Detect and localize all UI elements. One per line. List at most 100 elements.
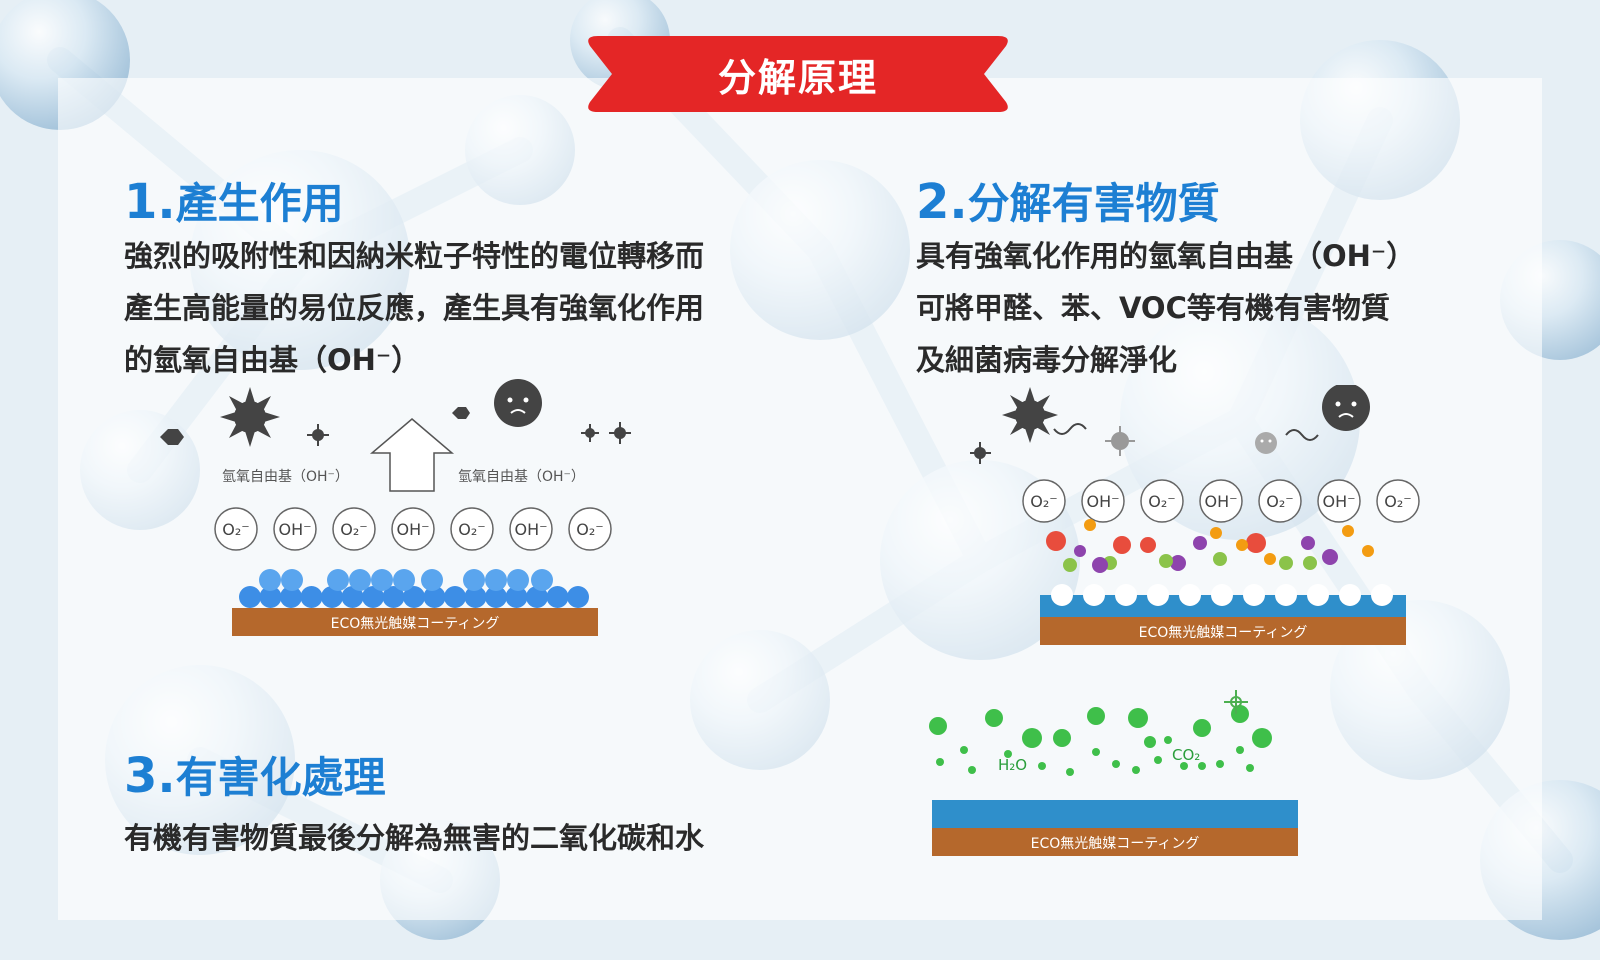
svg-text:O₂⁻: O₂⁻ — [458, 520, 485, 539]
green-molecule — [1180, 762, 1188, 770]
nano-particle — [362, 586, 384, 608]
oxygen-molecule: O₂⁻ — [1258, 479, 1302, 523]
radical-label-left: 氫氧自由基（OH⁻） — [222, 468, 349, 485]
title-banner — [588, 36, 1008, 112]
oxygen-molecule: O₂⁻ — [1376, 479, 1420, 523]
virus-hexagon-icon — [452, 407, 470, 419]
svg-text:OH⁻: OH⁻ — [1204, 492, 1237, 511]
small-germ-icon — [307, 424, 329, 446]
pollutant-particles — [1046, 519, 1374, 573]
section-3-body: 有機有害物質最後分解為無害的二氧化碳和水 — [124, 812, 704, 864]
germ-spiky-icon — [1002, 387, 1058, 443]
green-molecule — [968, 766, 976, 774]
nano-particle — [421, 569, 443, 591]
section-1-number: 1. — [124, 174, 176, 230]
svg-text:O₂⁻: O₂⁻ — [1266, 492, 1293, 511]
nano-particle — [463, 569, 485, 591]
coating-label: ECO無光触媒コーティング — [1139, 625, 1308, 641]
oxygen-molecule: O₂⁻ — [450, 507, 494, 551]
green-molecule — [1087, 707, 1105, 725]
nano-particle — [259, 586, 282, 608]
oxygen-molecule: O₂⁻ — [1140, 479, 1184, 523]
coating-label: ECO無光触媒コーティング — [1031, 836, 1200, 852]
svg-text:OH⁻: OH⁻ — [278, 520, 311, 539]
section-3-heading: 有害化處理 — [175, 753, 386, 802]
hydroxyl-molecule: OH⁻ — [273, 507, 317, 551]
section-2-line: 可將甲醛、苯、VOC等有機有害物質 — [916, 291, 1390, 325]
coating-label: ECO無光触媒コーティング — [331, 616, 500, 632]
nano-particle — [239, 586, 261, 608]
section-2-heading: 分解有害物質 — [967, 179, 1220, 228]
green-molecule — [1236, 746, 1244, 754]
green-molecule — [1004, 750, 1012, 758]
section-1-body: 強烈的吸附性和因納米粒子特性的電位轉移而 產生高能量的易位反應，產生具有強氧化作… — [124, 230, 704, 386]
green-molecule — [1132, 766, 1140, 774]
section-2-line: 具有強氧化作用的氫氧自由基（OH⁻） — [916, 239, 1416, 273]
surface-pore — [1051, 584, 1073, 606]
nano-particle — [259, 569, 281, 591]
nano-particle — [444, 586, 466, 608]
nano-particle — [546, 586, 569, 608]
nano-particle — [464, 586, 487, 608]
section-3-line: 有機有害物質最後分解為無害的二氧化碳和水 — [124, 821, 705, 855]
hydroxyl-molecule: OH⁻ — [1199, 479, 1243, 523]
nano-particle — [281, 569, 303, 591]
surface-pore — [1083, 584, 1105, 606]
svg-text:OH⁻: OH⁻ — [514, 520, 547, 539]
pollutant-particle — [1046, 531, 1066, 551]
green-molecule — [936, 758, 944, 766]
svg-text:O₂⁻: O₂⁻ — [1384, 492, 1411, 511]
svg-text:O₂⁻: O₂⁻ — [340, 520, 367, 539]
nano-particle — [393, 569, 415, 591]
nano-particle — [280, 586, 302, 608]
nano-particle — [485, 586, 507, 608]
nano-particle — [327, 569, 349, 591]
sparkle-icon — [1224, 690, 1248, 714]
pollutant-particle — [1362, 545, 1374, 557]
green-molecule — [1112, 760, 1120, 768]
green-molecule — [1246, 764, 1254, 772]
sad-germ-icon — [1322, 385, 1370, 431]
surface-pore — [1339, 584, 1361, 606]
section-3-number: 3. — [124, 748, 176, 804]
decay-squiggle-icon — [1053, 423, 1087, 435]
green-molecule — [1154, 756, 1162, 764]
pollutant-particle — [1193, 536, 1207, 550]
svg-text:O₂⁻: O₂⁻ — [1030, 492, 1057, 511]
sad-germ-icon — [494, 379, 542, 427]
nano-particle — [403, 586, 425, 608]
coating-bar — [932, 828, 1298, 856]
green-molecule — [960, 746, 968, 754]
section-1-heading: 產生作用 — [175, 179, 344, 228]
molecule-row: O₂⁻ OH⁻ O₂⁻ OH⁻ O₂⁻ OH⁻ O₂⁻ — [1022, 479, 1420, 523]
molecule-row: O₂⁻ OH⁻ O₂⁻ OH⁻ O₂⁻ OH⁻ O₂⁻ — [214, 507, 612, 551]
virus-hexagon-icon — [160, 429, 184, 445]
faded-sad-germ-icon — [1255, 432, 1277, 454]
hydroxyl-molecule: OH⁻ — [1317, 479, 1361, 523]
hydroxyl-molecule: OH⁻ — [1081, 479, 1125, 523]
pollutant-particle — [1063, 558, 1077, 572]
green-molecule — [1128, 708, 1148, 728]
radical-label-right: 氫氧自由基（OH⁻） — [458, 468, 585, 485]
nano-particle-layer — [239, 569, 589, 608]
hydroxyl-molecule: OH⁻ — [509, 507, 553, 551]
diagram-generation: 氫氧自由基（OH⁻） 氫氧自由基（OH⁻） O₂⁻ OH⁻ O₂⁻ OH⁻ O₂… — [160, 379, 631, 636]
green-molecules — [929, 705, 1272, 776]
faded-germ-icon — [1105, 426, 1135, 456]
co2-label: CO₂ — [1172, 746, 1200, 764]
green-molecule — [1144, 736, 1156, 748]
section-3-title: 3.有害化處理 — [124, 744, 386, 805]
svg-text:OH⁻: OH⁻ — [1086, 492, 1119, 511]
pollutant-particle — [1279, 556, 1293, 570]
pollutant-particle — [1084, 519, 1096, 531]
pollutant-particle — [1074, 545, 1086, 557]
pollutant-particle — [1210, 527, 1222, 539]
surface-pore — [1115, 584, 1137, 606]
surface-pore — [1243, 584, 1265, 606]
pollutant-particle — [1236, 539, 1248, 551]
diagram-harmless-result: H₂O CO₂ ECO無光触媒コーティング — [929, 690, 1298, 856]
pollutant-particle — [1264, 553, 1276, 565]
nano-particle — [531, 569, 553, 591]
green-molecule — [1038, 762, 1046, 770]
oxygen-molecule: O₂⁻ — [568, 507, 612, 551]
